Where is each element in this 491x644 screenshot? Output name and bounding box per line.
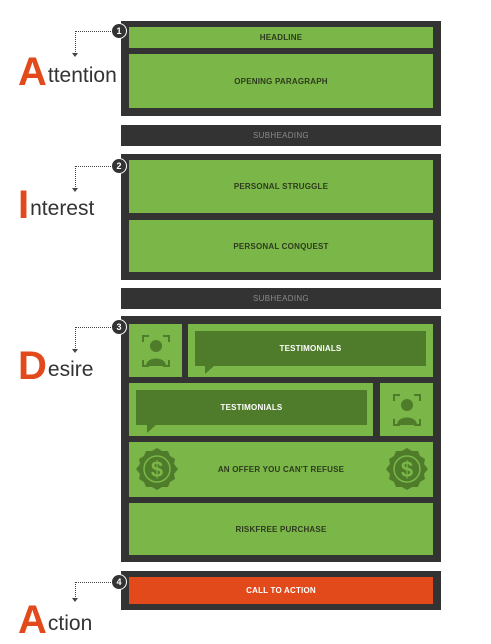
dollar-badge-icon: $ xyxy=(386,448,428,490)
personal-conquest-box: PERSONAL CONQUEST xyxy=(129,220,433,272)
connector-4 xyxy=(75,582,113,599)
connector-3 xyxy=(75,327,113,350)
subheading-bar-1: SUBHEADING xyxy=(121,125,441,146)
stage-label-action: Action xyxy=(18,598,93,642)
person-avatar-icon xyxy=(141,334,170,367)
arrowhead-4 xyxy=(72,598,78,602)
headline-box: HEADLINE xyxy=(129,27,433,48)
bubble-tail-1 xyxy=(205,366,214,374)
opening-paragraph-box: OPENING PARAGRAPH xyxy=(129,54,433,108)
person-avatar-icon xyxy=(392,393,421,426)
offer-box: AN OFFER YOU CAN'T REFUSE xyxy=(129,442,433,497)
step-number-1-icon: 1 xyxy=(111,23,127,39)
connector-2 xyxy=(75,166,113,189)
connector-1 xyxy=(75,31,113,54)
arrowhead-3 xyxy=(72,349,78,353)
avatar-box-1 xyxy=(129,324,182,377)
testimonial-bubble-1: TESTIMONIALS xyxy=(195,331,426,366)
subheading-bar-2: SUBHEADING xyxy=(121,288,441,309)
avatar-box-2 xyxy=(380,383,433,436)
step-number-4-icon: 4 xyxy=(111,574,127,590)
stage-label-attention: Attention xyxy=(18,50,117,94)
arrowhead-1 xyxy=(72,53,78,57)
stage-label-interest: Interest xyxy=(18,183,95,227)
testimonial-bubble-2: TESTIMONIALS xyxy=(136,390,367,425)
bubble-tail-2 xyxy=(147,425,156,433)
call-to-action-button[interactable]: CALL TO ACTION xyxy=(129,577,433,604)
dollar-glyph: $ xyxy=(151,457,163,482)
arrowhead-2 xyxy=(72,188,78,192)
step-number-2-icon: 2 xyxy=(111,158,127,174)
personal-struggle-box: PERSONAL STRUGGLE xyxy=(129,160,433,213)
step-number-3-icon: 3 xyxy=(111,319,127,335)
dollar-glyph: $ xyxy=(401,457,413,482)
riskfree-purchase-box: RISKFREE PURCHASE xyxy=(129,503,433,555)
stage-label-desire: Desire xyxy=(18,344,94,388)
dollar-badge-icon: $ xyxy=(136,448,178,490)
